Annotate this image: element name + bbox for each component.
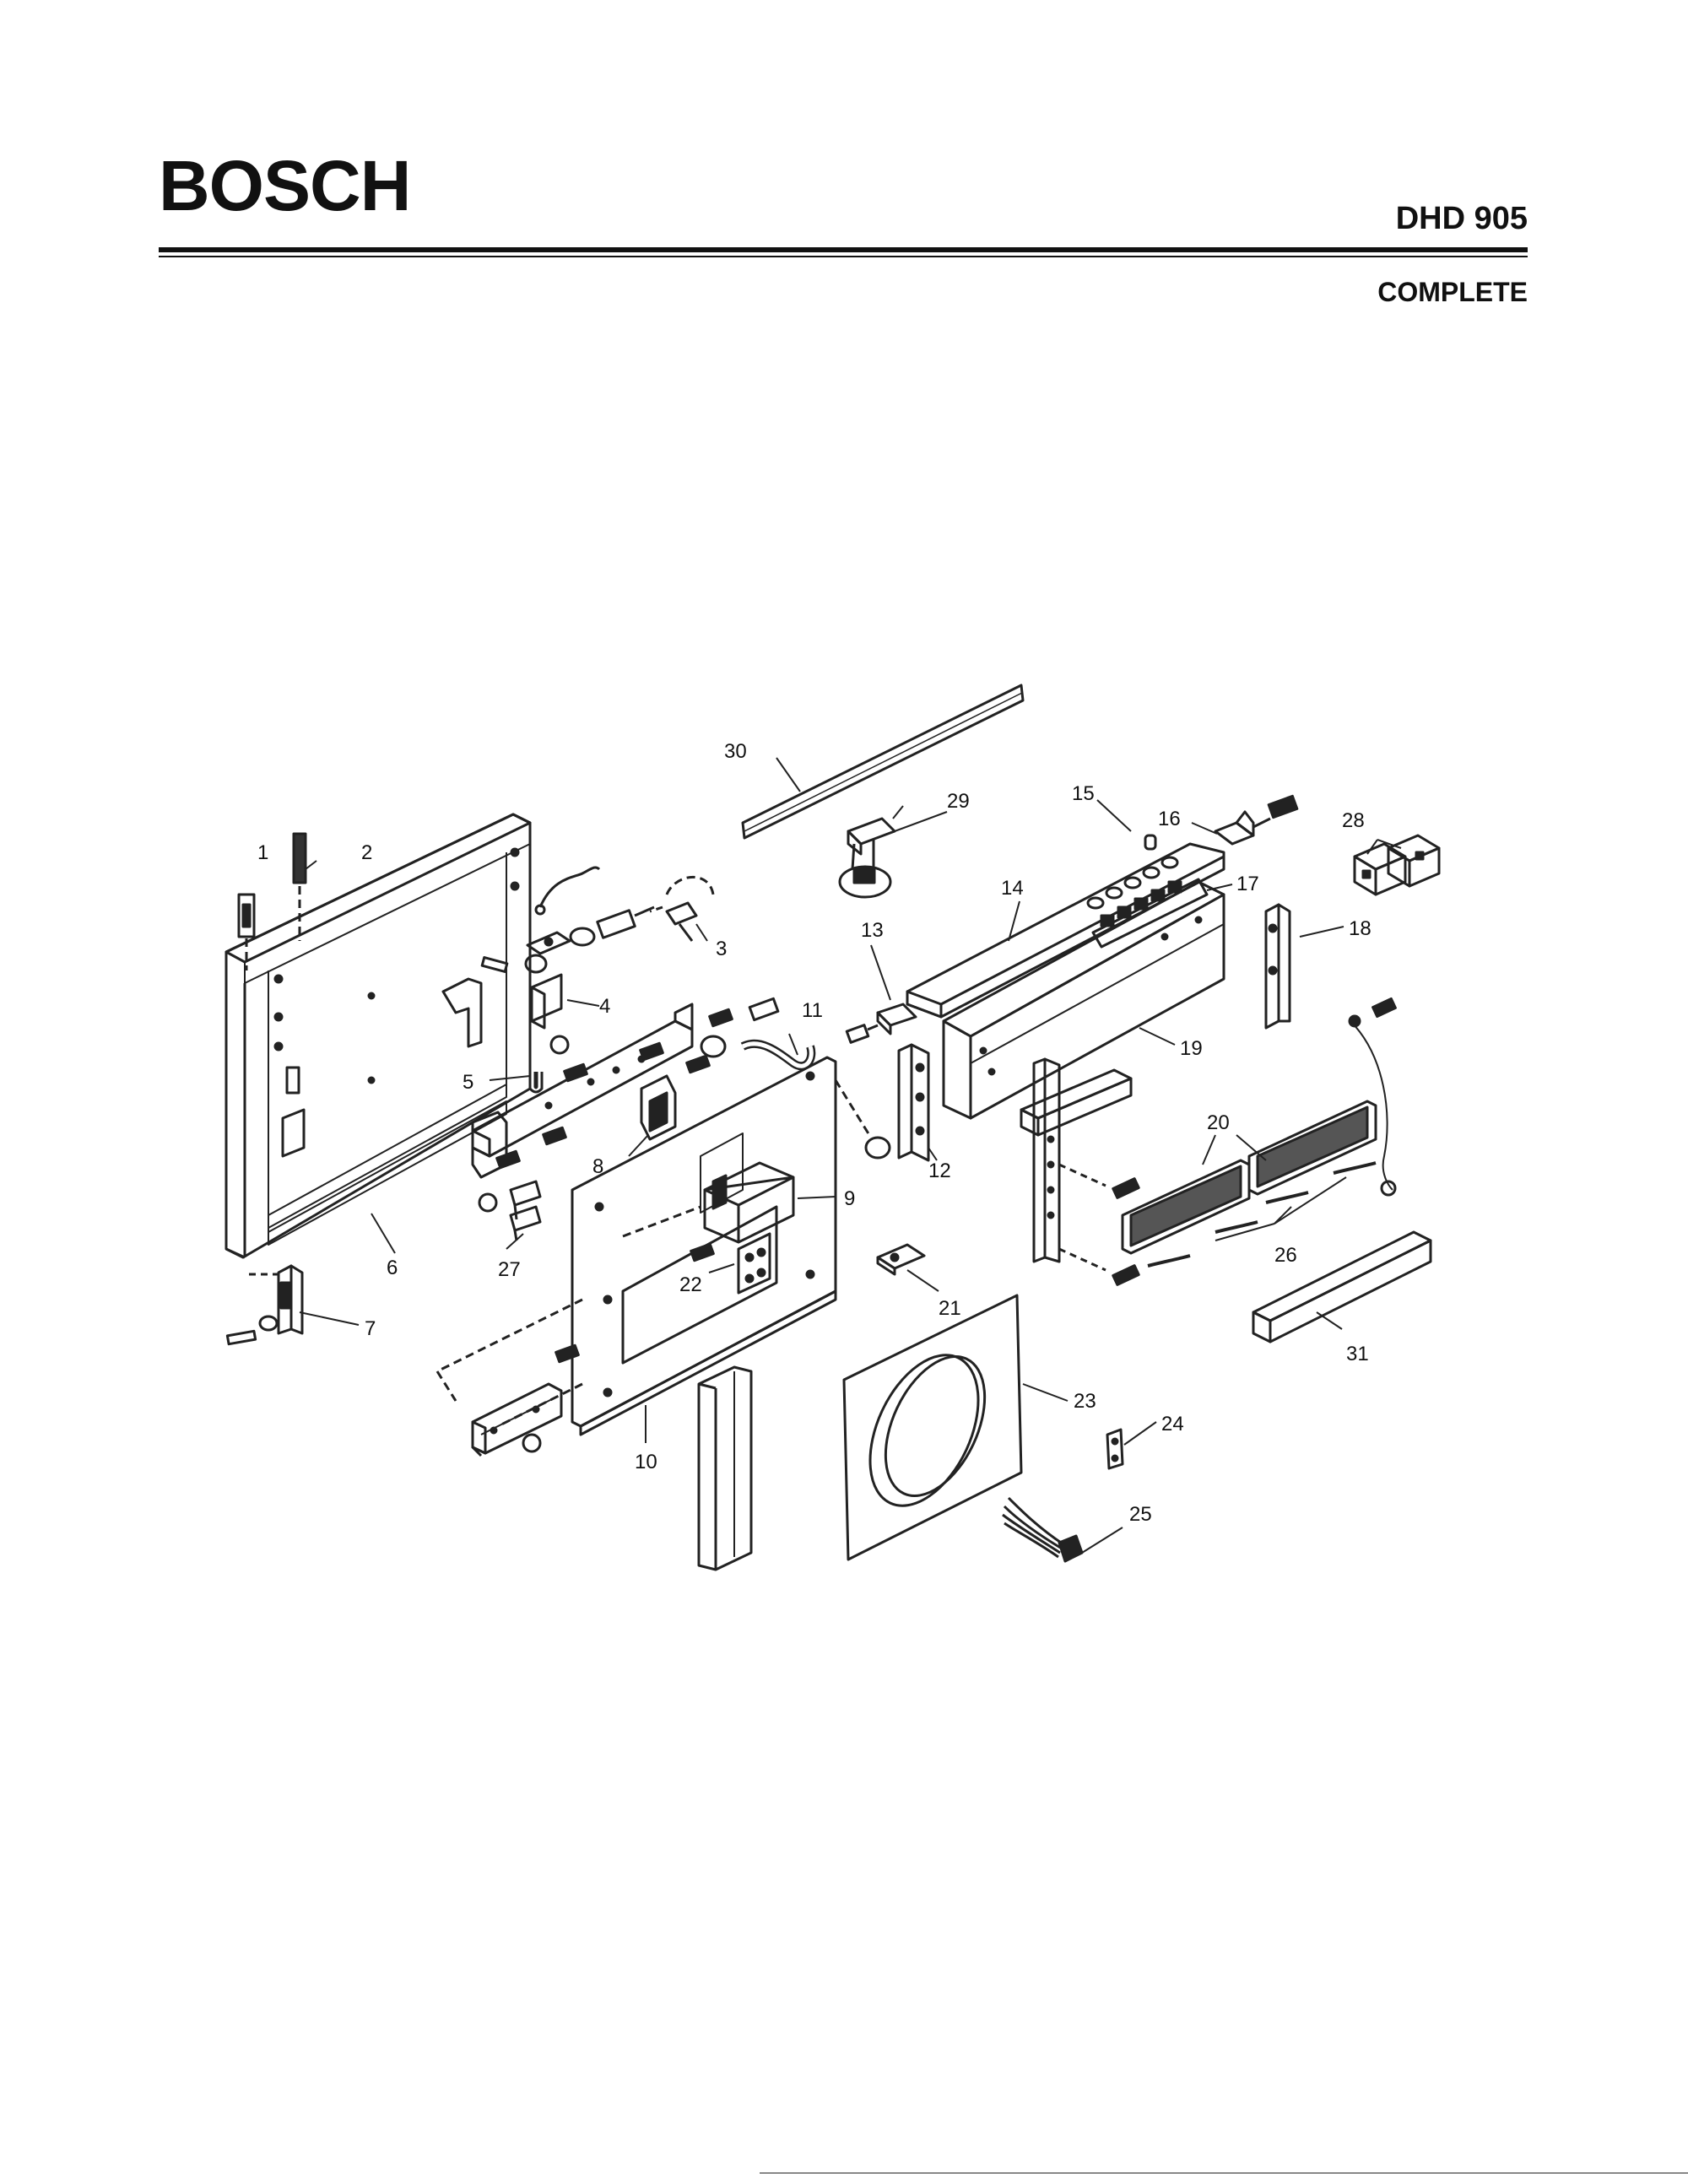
callout-20: 20 bbox=[1207, 1111, 1230, 1134]
part-22-plate bbox=[737, 1232, 771, 1295]
part-11-hose bbox=[740, 1039, 816, 1071]
part-17-buttons bbox=[1086, 856, 1209, 949]
part-29-valve bbox=[838, 817, 896, 899]
part-5-u-clip bbox=[528, 1072, 544, 1094]
part-7-bottom-bracket bbox=[225, 1264, 304, 1346]
suspension-arm bbox=[1020, 1057, 1140, 1286]
part-24-small-plate bbox=[1106, 1428, 1124, 1470]
callout-5: 5 bbox=[463, 1071, 473, 1094]
callout-13: 13 bbox=[861, 919, 884, 942]
part-25-wire-harness bbox=[1002, 1496, 1084, 1563]
part-14-cover bbox=[906, 842, 1225, 1019]
footer-rule bbox=[760, 2172, 1688, 2174]
part-13-switch bbox=[845, 1003, 917, 1044]
part-23-duct-adapter bbox=[842, 1294, 1023, 1561]
callout-25: 25 bbox=[1129, 1503, 1152, 1526]
part-18-side-bracket bbox=[1264, 903, 1291, 1030]
part-26-filter-clips bbox=[1147, 997, 1397, 1268]
part-3-plug bbox=[534, 866, 715, 947]
part-27-clips bbox=[478, 1180, 542, 1241]
part-31-bar bbox=[1252, 1230, 1432, 1343]
part-8-mount-plate bbox=[471, 997, 780, 1179]
callout-23: 23 bbox=[1074, 1390, 1096, 1413]
part-28-cubes bbox=[1353, 834, 1441, 896]
part-4-bracket bbox=[480, 931, 571, 1055]
part-12-bracket bbox=[897, 1043, 930, 1162]
callout-19: 19 bbox=[1180, 1037, 1203, 1060]
callout-10: 10 bbox=[635, 1451, 657, 1473]
vertical-channel bbox=[697, 1365, 753, 1571]
callout-8: 8 bbox=[592, 1155, 603, 1178]
part-30-strip bbox=[741, 684, 1025, 840]
callout-9: 9 bbox=[844, 1187, 855, 1210]
callout-24: 24 bbox=[1161, 1413, 1184, 1435]
bottom-rail bbox=[471, 1343, 580, 1457]
section-title: COMPLETE bbox=[1377, 277, 1528, 307]
part-1-clip bbox=[237, 893, 256, 970]
callout-22: 22 bbox=[679, 1273, 702, 1296]
model-number: DHD 905 bbox=[1395, 201, 1528, 236]
part-15-knob bbox=[1144, 834, 1157, 851]
callout-14: 14 bbox=[1001, 877, 1024, 900]
part-16-latch bbox=[1214, 794, 1299, 846]
callout-26: 26 bbox=[1274, 1244, 1297, 1267]
callout-12: 12 bbox=[928, 1160, 951, 1182]
callout-15: 15 bbox=[1072, 782, 1095, 805]
callout-1: 1 bbox=[257, 841, 268, 864]
part-9-transformer bbox=[690, 1161, 795, 1262]
callout-18: 18 bbox=[1349, 917, 1372, 940]
callout-28: 28 bbox=[1342, 809, 1365, 832]
callout-17: 17 bbox=[1236, 873, 1259, 895]
callout-16: 16 bbox=[1158, 808, 1181, 830]
header-rule-thick bbox=[159, 247, 1528, 252]
brand-logo: BOSCH bbox=[159, 146, 411, 225]
callout-31: 31 bbox=[1346, 1343, 1369, 1365]
part-19-control-box bbox=[942, 880, 1225, 1120]
callout-2: 2 bbox=[361, 841, 372, 864]
callout-7: 7 bbox=[365, 1317, 376, 1340]
callout-labels: 1 2 3 4 5 6 7 8 9 10 11 12 13 14 15 16 1… bbox=[257, 740, 1372, 1526]
part-10-main-panel bbox=[436, 1056, 891, 1436]
part-6-left-frame bbox=[225, 813, 532, 1259]
callout-21: 21 bbox=[939, 1297, 961, 1320]
callout-6: 6 bbox=[387, 1257, 398, 1279]
part-21-bracket-piece bbox=[876, 1243, 926, 1276]
header-rule-thin bbox=[159, 256, 1528, 257]
leader-lines bbox=[299, 757, 1402, 1554]
callout-30: 30 bbox=[724, 740, 747, 763]
callout-29: 29 bbox=[947, 790, 970, 813]
part-20-grease-filters bbox=[1121, 1100, 1377, 1255]
callout-3: 3 bbox=[716, 938, 727, 960]
part-2-block bbox=[292, 832, 307, 941]
callout-11: 11 bbox=[802, 999, 823, 1022]
callout-27: 27 bbox=[498, 1258, 521, 1281]
callout-4: 4 bbox=[599, 995, 610, 1018]
